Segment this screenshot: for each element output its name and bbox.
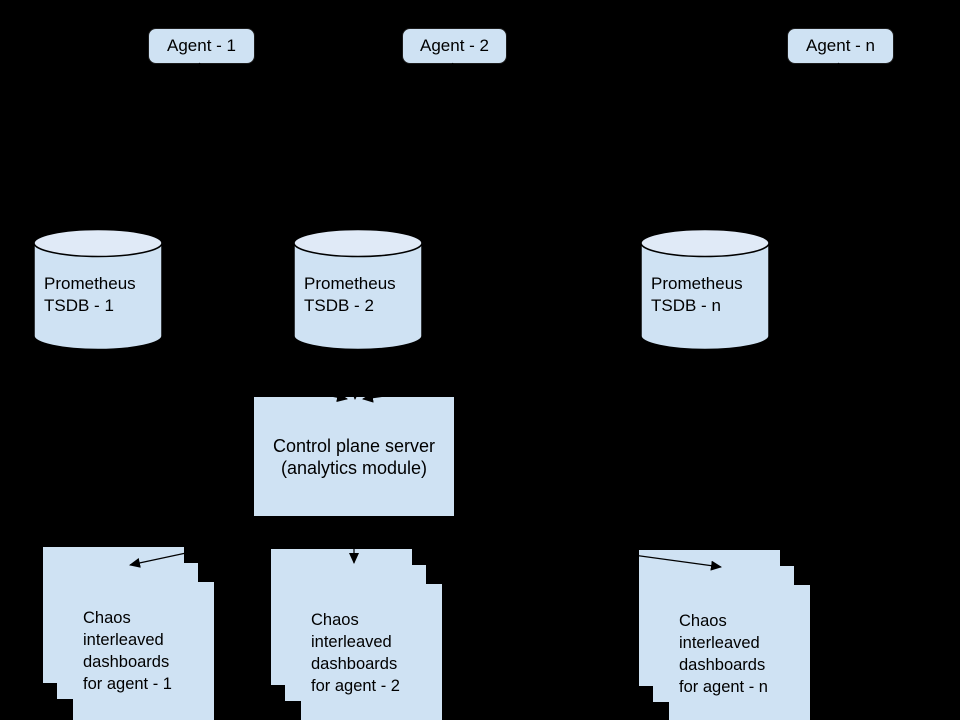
node-prometheus-tsdb-1: Prometheus TSDB - 1 <box>33 228 163 351</box>
dashboards-2-line3: dashboards <box>311 655 398 673</box>
node-prometheus-tsdb-n: Prometheus TSDB - n <box>640 228 770 351</box>
database-cylinder-icon <box>640 228 770 351</box>
dashboard-card-front: Chaos interleaved dashboards for agent -… <box>73 582 214 720</box>
arrow-agent-2-to-tsdb-2 <box>357 62 454 224</box>
node-agent-1-label: Agent - 1 <box>167 36 236 55</box>
dashboards-n-line3: dashboards <box>679 656 766 674</box>
node-prometheus-tsdb-1-label: Prometheus TSDB - 1 <box>44 273 136 317</box>
arrow-tsdb-1-to-control-plane <box>97 351 348 403</box>
tsdb-1-line2: TSDB - 1 <box>44 296 114 315</box>
database-cylinder-icon <box>293 228 423 351</box>
arrow-agent-1-to-tsdb-1 <box>97 62 201 224</box>
dashboards-1-line2: interleaved <box>83 631 164 649</box>
control-plane-line2: (analytics module) <box>280 457 428 478</box>
dashboards-agent-1-label: Chaos interleaved dashboards for agent -… <box>83 607 172 695</box>
control-plane-line1: Control plane server <box>272 435 436 456</box>
dashboard-card-front: Chaos interleaved dashboards for agent -… <box>669 585 810 720</box>
arrow-agent-n-to-tsdb-n <box>704 62 840 224</box>
tsdb-n-line1: Prometheus <box>651 274 743 293</box>
dashboards-2-line4: for agent - 2 <box>311 677 400 695</box>
node-agent-n-label: Agent - n <box>806 36 875 55</box>
dashboards-2-line2: interleaved <box>311 633 392 651</box>
node-control-plane-server: Control plane server (analytics module) <box>254 397 454 516</box>
tsdb-n-line2: TSDB - n <box>651 296 721 315</box>
database-cylinder-icon <box>33 228 163 351</box>
arrow-tsdb-2-to-control-plane <box>350 351 361 400</box>
dashboard-card-front: Chaos interleaved dashboards for agent -… <box>301 584 442 720</box>
dashboards-n-line4: for agent - n <box>679 678 768 696</box>
node-agent-2: Agent - 2 <box>402 28 507 64</box>
dashboards-n-line2: interleaved <box>679 634 760 652</box>
node-agent-2-label: Agent - 2 <box>420 36 489 55</box>
arrow-tsdb-n-to-control-plane <box>362 351 706 403</box>
dashboards-agent-2-label: Chaos interleaved dashboards for agent -… <box>311 609 400 697</box>
dashboards-1-line3: dashboards <box>83 653 170 671</box>
tsdb-2-line1: Prometheus <box>304 274 396 293</box>
dashboards-1-line1: Chaos <box>83 609 131 627</box>
tsdb-1-line1: Prometheus <box>44 274 136 293</box>
node-prometheus-tsdb-n-label: Prometheus TSDB - n <box>651 273 743 317</box>
dashboards-1-line4: for agent - 1 <box>83 675 172 693</box>
node-prometheus-tsdb-2-label: Prometheus TSDB - 2 <box>304 273 396 317</box>
node-agent-n: Agent - n <box>787 28 894 64</box>
dashboards-2-line1: Chaos <box>311 611 359 629</box>
node-prometheus-tsdb-2: Prometheus TSDB - 2 <box>293 228 423 351</box>
node-agent-1: Agent - 1 <box>148 28 255 64</box>
dashboards-n-line1: Chaos <box>679 612 727 630</box>
dashboards-agent-n-label: Chaos interleaved dashboards for agent -… <box>679 610 768 698</box>
tsdb-2-line2: TSDB - 2 <box>304 296 374 315</box>
